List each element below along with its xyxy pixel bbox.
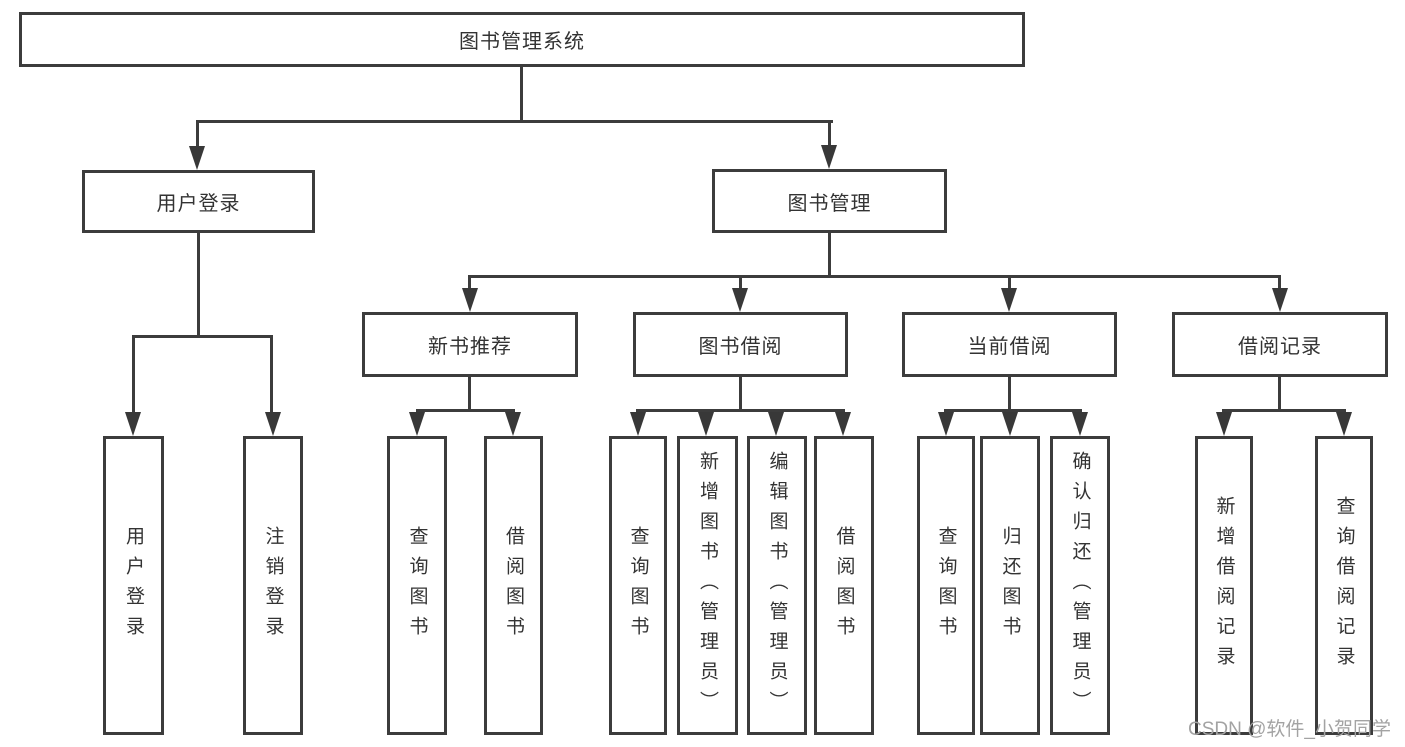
leaf-return-books: 归还图书 — [980, 436, 1040, 735]
connector-root-drop-left — [196, 120, 199, 147]
watermark: CSDN @软件_小贺同学 — [1188, 719, 1391, 740]
connector-group-drop-1 — [468, 275, 471, 291]
node-new-book-recommendation: 新书推荐 — [362, 312, 578, 377]
arrow-down-icon — [462, 288, 478, 312]
node-borrowing-records: 借阅记录 — [1172, 312, 1388, 377]
leaf-edit-books-admin: 编辑图书（管理员） — [747, 436, 807, 735]
leaf-label: 查询图书 — [627, 525, 649, 646]
connector-group4-stub — [1278, 376, 1281, 412]
connector-group-drop-4 — [1278, 275, 1281, 291]
arrow-down-icon — [938, 412, 954, 436]
leaf-confirm-return-admin: 确认归还（管理员） — [1050, 436, 1110, 735]
leaf-borrow-books-recommend: 借阅图书 — [484, 436, 543, 735]
arrow-down-icon — [732, 288, 748, 312]
arrow-down-icon — [125, 412, 141, 436]
arrow-down-icon — [835, 412, 851, 436]
arrow-down-icon — [821, 145, 837, 169]
connector-root-stub — [520, 66, 523, 123]
node-user-login-branch: 用户登录 — [82, 170, 315, 233]
leaf-label: 确认归还（管理员） — [1069, 450, 1091, 721]
connector-group2-rail — [636, 409, 845, 412]
arrow-down-icon — [505, 412, 521, 436]
leaf-label: 编辑图书（管理员） — [766, 450, 788, 721]
arrow-down-icon — [698, 412, 714, 436]
arrow-down-icon — [630, 412, 646, 436]
connector-book-mgmt-stub — [828, 232, 831, 278]
arrow-down-icon — [1001, 288, 1017, 312]
arrow-down-icon — [409, 412, 425, 436]
connector-group-drop-3 — [1008, 275, 1011, 291]
leaf-user-login: 用户登录 — [103, 436, 164, 735]
arrow-down-icon — [189, 146, 205, 170]
connector-group3-stub — [1008, 376, 1011, 412]
leaf-label: 新增借阅记录 — [1213, 495, 1235, 676]
arrow-down-icon — [1072, 412, 1088, 436]
connector-user-login-rail — [132, 335, 273, 338]
leaf-add-books-admin: 新增图书（管理员） — [677, 436, 738, 735]
leaf-query-books-borrowing: 查询图书 — [609, 436, 667, 735]
leaf-borrow-books: 借阅图书 — [814, 436, 874, 735]
connector-group3-rail — [944, 409, 1082, 412]
leaf-label: 查询图书 — [935, 525, 957, 646]
leaf-label: 查询图书 — [406, 525, 428, 646]
leaf-label: 借阅图书 — [833, 525, 855, 646]
leaf-label: 归还图书 — [999, 525, 1021, 646]
leaf-query-books-current: 查询图书 — [917, 436, 975, 735]
arrow-down-icon — [1216, 412, 1232, 436]
arrow-down-icon — [1336, 412, 1352, 436]
leaf-query-books-recommend: 查询图书 — [387, 436, 447, 735]
leaf-add-borrow-record: 新增借阅记录 — [1195, 436, 1253, 735]
connector-group-drop-2 — [739, 275, 742, 291]
arrow-down-icon — [1002, 412, 1018, 436]
leaf-label: 用户登录 — [123, 525, 144, 646]
connector-root-rail — [196, 120, 833, 123]
connector-group1-stub — [468, 376, 471, 412]
arrow-down-icon — [265, 412, 281, 436]
connector-book-mgmt-rail — [470, 275, 1281, 278]
leaf-label: 注销登录 — [262, 525, 284, 646]
leaf-logout: 注销登录 — [243, 436, 303, 735]
arrow-down-icon — [768, 412, 784, 436]
connector-group2-stub — [739, 376, 742, 412]
leaf-label: 查询借阅记录 — [1333, 495, 1355, 676]
node-library-management-system: 图书管理系统 — [19, 12, 1025, 67]
connector-root-drop-right — [828, 120, 831, 147]
connector-user-login-drop-right — [270, 335, 273, 415]
arrow-down-icon — [1272, 288, 1288, 312]
connector-group4-rail — [1222, 409, 1346, 412]
connector-group1-rail — [416, 409, 515, 412]
node-book-borrowing: 图书借阅 — [633, 312, 848, 377]
leaf-label: 新增图书（管理员） — [697, 450, 718, 721]
connector-user-login-drop-left — [132, 335, 135, 415]
leaf-query-borrow-record: 查询借阅记录 — [1315, 436, 1373, 735]
node-book-management-branch: 图书管理 — [712, 169, 947, 233]
node-current-borrowing: 当前借阅 — [902, 312, 1117, 377]
connector-user-login-stub — [197, 232, 200, 338]
leaf-label: 借阅图书 — [503, 525, 524, 646]
